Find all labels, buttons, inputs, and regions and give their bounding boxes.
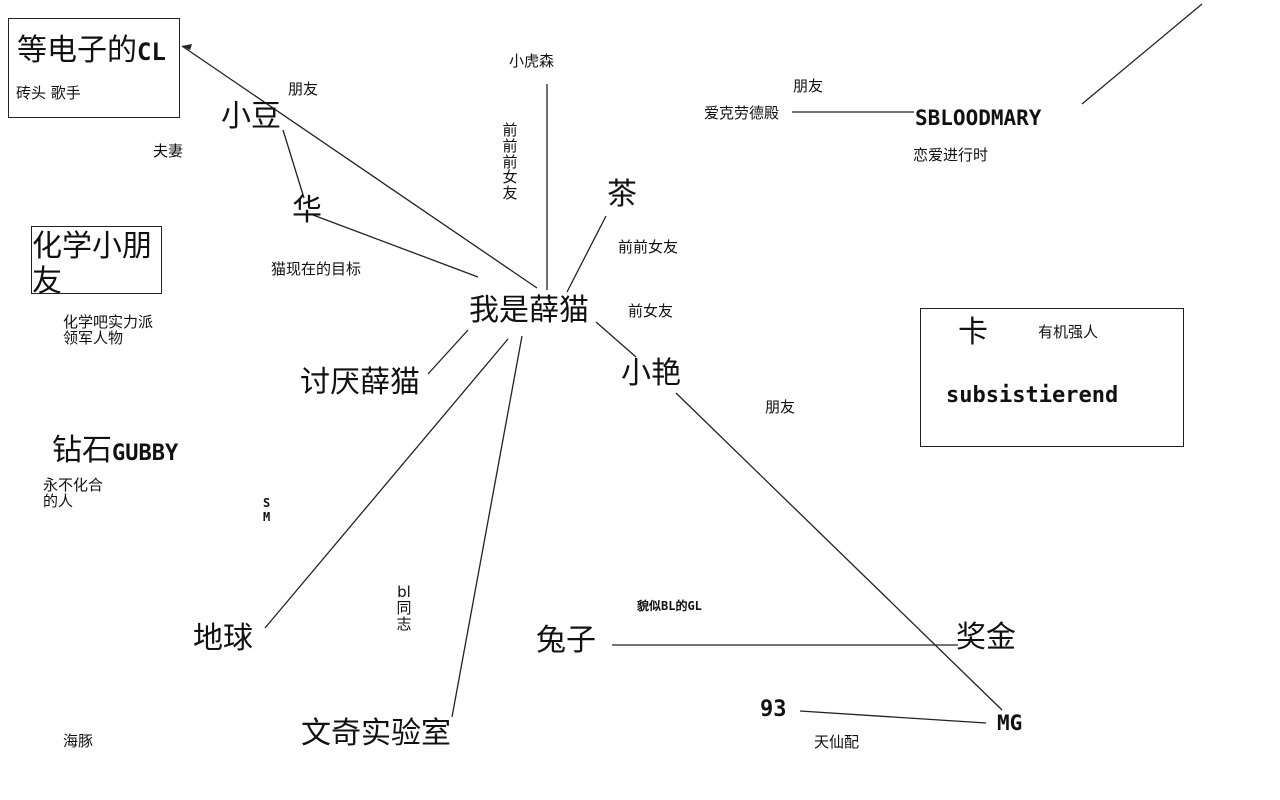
cl-title: 等电子的CL [17, 36, 166, 66]
wenqi-node: 文奇实验室 [301, 716, 451, 751]
ekfd-node: 爱克劳德殿 [704, 104, 780, 122]
jiangjin-node: 奖金 [956, 620, 1016, 655]
cl-title-cn: 等电子的 [17, 33, 137, 68]
cl-box [8, 18, 180, 118]
chem-sub-2: 领军人物 [63, 329, 124, 347]
chem-sub-1: 化学吧实力派 [63, 313, 154, 331]
rel-bl: bl同志 [396, 583, 412, 633]
rel-pengyou-3: 朋友 [765, 398, 796, 416]
center-node: 我是薛猫 [469, 293, 589, 328]
ka-sub: 有机强人 [1038, 323, 1099, 341]
link-hua-center [312, 214, 479, 278]
ka-node: 卡 [958, 315, 988, 350]
subsistierend-node: subsistierend [946, 383, 1119, 408]
diamond-sub-2: 的人 [43, 492, 74, 510]
link-center-xiaoyan [595, 321, 637, 358]
rel-qianqianqian: 前前前女友 [502, 121, 518, 202]
chem-title: 化学小朋友 [32, 229, 152, 299]
rel-tianxianpei: 天仙配 [814, 733, 860, 751]
hua-node: 华 [292, 193, 322, 228]
link-xiaodou-hua [282, 129, 305, 199]
xiaoyan-node: 小艳 [621, 356, 681, 391]
link-cl-center [181, 45, 538, 289]
rel-fuqi: 夫妻 [153, 142, 184, 160]
link-wenqi-center [451, 335, 523, 718]
cha-node: 茶 [607, 177, 637, 212]
rel-sm: SM [263, 496, 271, 525]
rel-lianai: 恋爱进行时 [913, 146, 989, 164]
tuzi-node: 兔子 [536, 623, 596, 658]
xiaohusen-node: 小虎森 [509, 52, 555, 70]
link-taoyan-center [427, 329, 469, 375]
rel-mao-mubiao: 猫现在的目标 [271, 260, 362, 278]
arrowhead-icon [182, 44, 192, 50]
diqiu-node: 地球 [193, 621, 253, 656]
ka-box [920, 308, 1184, 447]
link-sbloodmary-out [1081, 3, 1203, 105]
link-93-mg [799, 710, 987, 724]
rel-pengyou-1: 朋友 [288, 80, 319, 98]
rel-maosi: 貌似BL的GL [637, 599, 702, 613]
diamond-node: 钻石GUBBY [52, 436, 178, 466]
rel-pengyou-2: 朋友 [793, 77, 824, 95]
cl-tag: CL [137, 38, 166, 66]
link-xiaoyan-mg [675, 392, 1003, 711]
xiaodou-node: 小豆 [221, 99, 281, 134]
link-cha-center [566, 215, 607, 293]
link-diqiu-center [264, 338, 509, 629]
haitun-node: 海豚 [63, 732, 94, 750]
rel-qian: 前女友 [628, 302, 674, 320]
sbloodmary-node: SBLOODMARY [915, 106, 1042, 130]
diamond-sub-1: 永不化合 [43, 476, 104, 494]
mg-node: MG [997, 711, 1023, 735]
rel-qianqian: 前前女友 [618, 238, 679, 256]
taoyan-node: 讨厌薛猫 [300, 365, 420, 400]
chem-box [31, 226, 162, 294]
cl-subtitle: 砖头 歌手 [16, 84, 81, 102]
diamond-en: GUBBY [112, 441, 179, 466]
diamond-cn: 钻石 [52, 433, 112, 468]
n93-node: 93 [760, 697, 787, 722]
